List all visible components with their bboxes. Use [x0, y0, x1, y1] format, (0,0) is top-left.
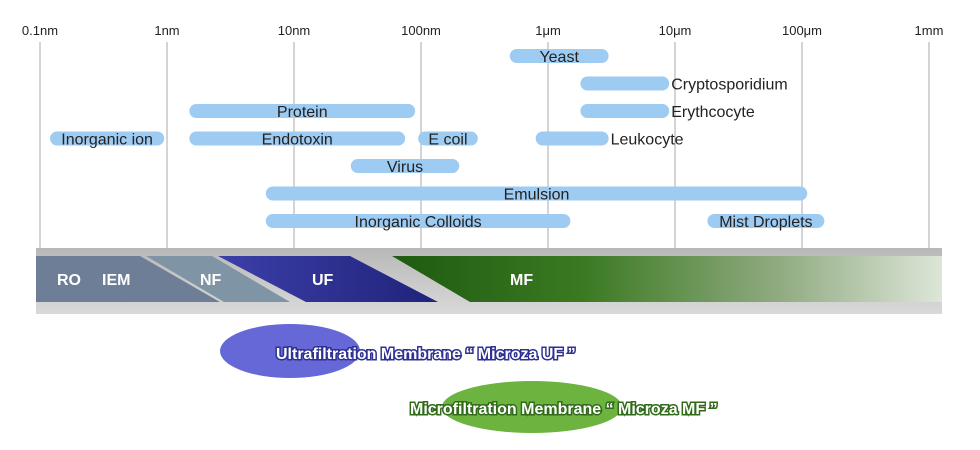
- particle-label: Cryptosporidium: [671, 77, 787, 94]
- particle-label: Erythcocyte: [671, 104, 755, 121]
- particle-bar: [580, 104, 670, 118]
- membrane-label-iem: IEM: [102, 272, 130, 289]
- tick-label: 100μm: [782, 23, 822, 38]
- ro-iem-segment: [36, 256, 220, 302]
- particle-label: Endotoxin: [262, 132, 333, 149]
- tick-label: 1μm: [535, 23, 561, 38]
- gridlines: [39, 42, 930, 250]
- uf-product-label: Ultrafiltration Membrane “ Microza UF ”: [276, 346, 576, 363]
- tick-label: 1nm: [154, 23, 179, 38]
- uf-segment: [218, 256, 438, 302]
- particle-bar: [265, 214, 571, 228]
- particle-bar: [350, 159, 460, 173]
- axis-tick-labels: 0.1nm 1nm 10nm 100nm 1μm 10μm 100μm 1mm: [22, 23, 944, 38]
- particle-label: Protein: [277, 104, 328, 121]
- membrane-label-uf: UF: [312, 272, 334, 289]
- particle-bar: [265, 186, 808, 201]
- particle-bar: [509, 49, 609, 63]
- particle-label: Leukocyte: [611, 132, 684, 149]
- particle-bar: [189, 104, 416, 118]
- microza-uf-product: Ultrafiltration Membrane “ Microza UF ”: [220, 324, 577, 378]
- nf-segment: [146, 256, 290, 302]
- particle-label: E coil: [428, 132, 467, 149]
- particle-bar: [418, 131, 478, 146]
- tick-label: 100nm: [401, 23, 441, 38]
- particle-label: Virus: [387, 159, 423, 176]
- particle-label: Inorganic Colloids: [355, 214, 482, 231]
- tick-label: 1mm: [915, 23, 944, 38]
- mf-product-ellipse: [442, 381, 622, 433]
- mf-segment: [392, 256, 942, 302]
- particle-label: Inorganic ion: [61, 132, 153, 149]
- particle-label: Mist Droplets: [719, 214, 812, 231]
- membrane-label-nf: NF: [200, 272, 222, 289]
- particle-label: Emulsion: [504, 187, 570, 204]
- tick-label: 10nm: [278, 23, 311, 38]
- particle-bar: [707, 214, 825, 228]
- particle-label: Yeast: [539, 49, 579, 66]
- uf-product-ellipse: [220, 324, 360, 378]
- membrane-label-ro: RO: [57, 272, 81, 289]
- particle-bar: [50, 131, 165, 146]
- microza-mf-product: Microfiltration Membrane “ Microza MF ”: [409, 381, 719, 433]
- mf-product-label: Microfiltration Membrane “ Microza MF ”: [410, 401, 718, 418]
- membrane-label-mf: MF: [510, 272, 533, 289]
- particle-bar: [189, 131, 406, 146]
- membrane-type-band: RO IEM NF UF MF: [36, 248, 942, 314]
- particle-bar: [580, 76, 670, 91]
- particle-bar: [535, 131, 609, 146]
- tick-label: 0.1nm: [22, 23, 58, 38]
- tick-label: 10μm: [659, 23, 692, 38]
